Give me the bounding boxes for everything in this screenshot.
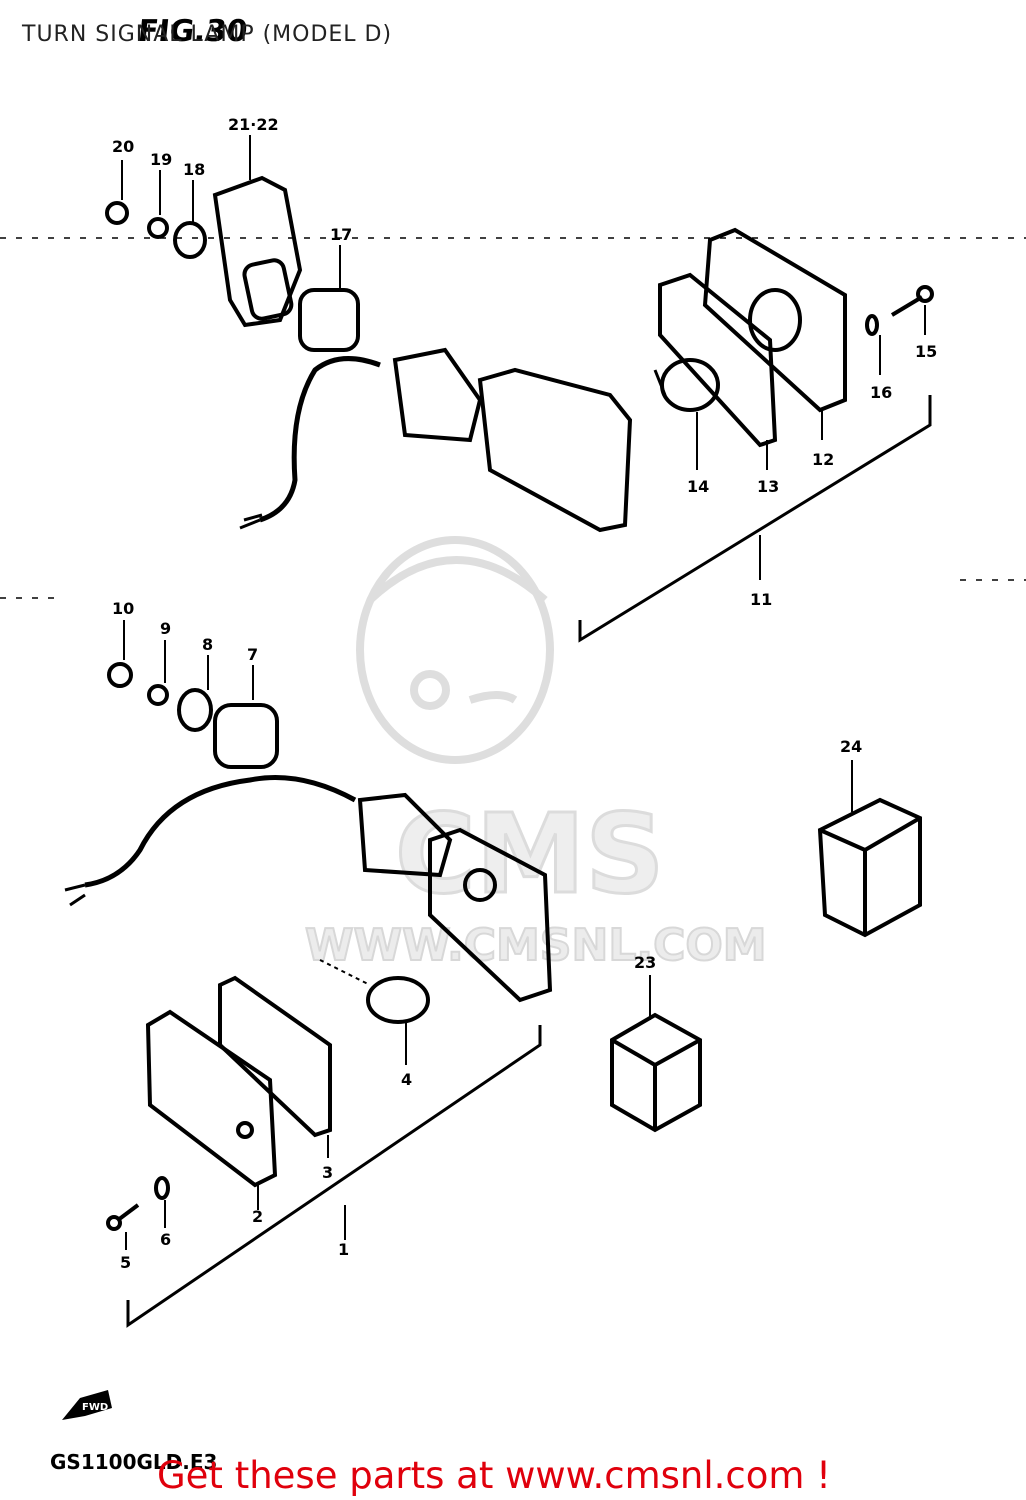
bracket-21-22	[212, 175, 303, 328]
cta-link[interactable]: Get these parts at www.cmsnl.com !	[157, 1454, 832, 1497]
part-label-14: 14	[687, 477, 709, 496]
bracket-11	[578, 395, 932, 643]
washer-19	[147, 217, 169, 239]
forward-arrow: FWD	[62, 1390, 112, 1420]
part-label-2: 2	[252, 1207, 263, 1226]
model-code: GS1100GLD.E3	[50, 1450, 218, 1474]
part-label-10: 10	[112, 599, 134, 618]
washer-6	[154, 1176, 170, 1200]
part-label-24: 24	[840, 737, 862, 756]
bracket-window	[242, 258, 294, 321]
lower-lamp-assembly	[64, 620, 553, 1328]
part-label-3: 3	[322, 1163, 333, 1182]
lower-housing	[428, 827, 553, 1003]
watermark-mascot	[356, 536, 554, 764]
screw-15	[890, 295, 924, 317]
part-label-9: 9	[160, 619, 171, 638]
part-label-16: 16	[870, 383, 892, 402]
part-label-1: 1	[338, 1240, 349, 1259]
part-label-6: 6	[160, 1230, 171, 1249]
lens-12	[702, 227, 847, 413]
bracket-1	[126, 1025, 542, 1328]
nut-10	[107, 662, 133, 688]
part-label-15: 15	[915, 342, 937, 361]
washer-9	[147, 684, 169, 706]
screw-5	[116, 1203, 140, 1222]
watermark-brand: CMS	[393, 789, 665, 920]
part-label-13: 13	[757, 477, 779, 496]
page-caption: TURN SIGNAL LAMP (MODEL D)	[22, 22, 393, 47]
upper-lens-housing	[477, 367, 633, 533]
part-label-11: 11	[750, 590, 772, 609]
gasket-13	[658, 272, 778, 448]
upper-wire	[259, 356, 381, 523]
washer-8	[177, 688, 213, 732]
upper-lamp-assembly	[105, 135, 934, 643]
lower-stalk	[357, 792, 453, 878]
part-label-5: 5	[120, 1253, 131, 1272]
bulb-4	[366, 976, 430, 1024]
relays	[610, 760, 922, 1133]
upper-stalk	[392, 347, 483, 443]
part-label-20: 20	[112, 137, 134, 156]
washer-16	[865, 314, 879, 336]
lower-wire	[84, 775, 357, 888]
nut-20	[105, 201, 129, 225]
watermark-url: WWW.CMSNL.COM	[304, 919, 768, 972]
part-label-21-22: 21·22	[228, 115, 279, 134]
dashed-guides	[0, 237, 1026, 599]
part-label-12: 12	[812, 450, 834, 469]
part-labels: 20 19 18 21·22 17 14 13 12 16 15 11 10 9…	[112, 115, 937, 1272]
grommet-17	[298, 288, 360, 352]
part-label-7: 7	[247, 645, 258, 664]
washer-18	[173, 221, 207, 259]
part-label-17: 17	[330, 225, 352, 244]
fwd-text: FWD	[82, 1402, 108, 1413]
grommet-7	[213, 703, 279, 769]
part-label-19: 19	[150, 150, 172, 169]
part-label-23: 23	[634, 953, 656, 972]
part-label-4: 4	[401, 1070, 412, 1089]
part-label-8: 8	[202, 635, 213, 654]
relay-23	[610, 1012, 702, 1133]
part-label-18: 18	[183, 160, 205, 179]
lens-2	[145, 1009, 278, 1188]
relay-24	[817, 797, 922, 938]
